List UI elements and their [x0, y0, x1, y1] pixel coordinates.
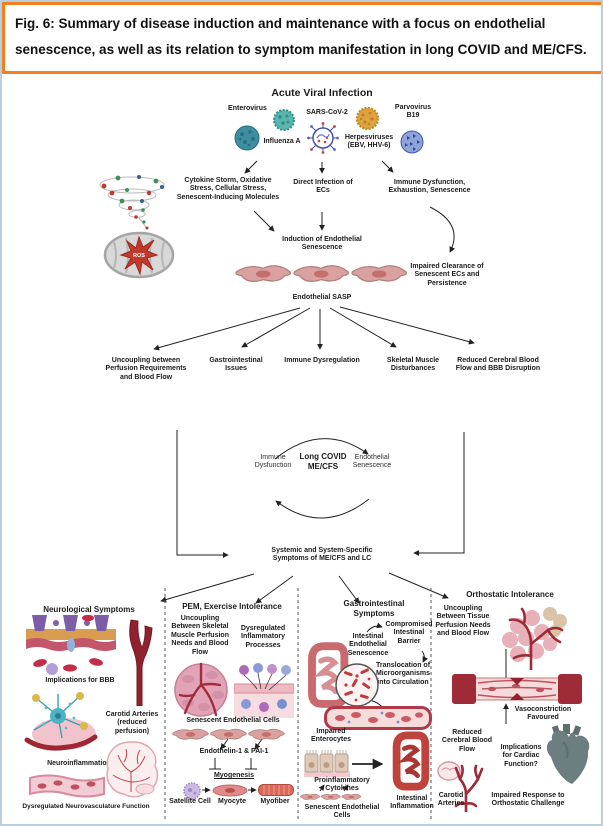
- enterovirus-icon: [273, 109, 295, 131]
- herpesvirus-icon: [355, 106, 380, 131]
- branch-skeletal-muscle: Skeletal Muscle Disturbances: [386, 357, 440, 373]
- gi-compromised-label: Compromised Intestinal Barrier: [385, 621, 433, 645]
- bbb-label: Implications for BBB: [45, 677, 115, 684]
- ortho-title: Orthostatic Intolerance: [466, 590, 554, 599]
- reduced-cbf-label: Reduced Cerebral Blood Flow: [441, 729, 493, 753]
- satellite-cell-icon: [183, 782, 201, 800]
- endothelin-pai1-label: Endothelin-1 & PAI-1: [199, 748, 269, 755]
- myofiber-label: Myofiber: [260, 798, 290, 805]
- impaired-response-label: Impaired Response to Orthostatic Challen…: [491, 792, 565, 808]
- myocyte-label: Myocyte: [217, 798, 246, 805]
- enterovirus-label: Enterovirus: [228, 105, 267, 112]
- gi-intestinal-es-label: Intestinal Endothelial Senescence: [347, 633, 389, 657]
- pem-title: PEM, Exercise Intolerance: [182, 602, 282, 611]
- branch-immune-dysregulation: Immune Dysregulation: [284, 357, 360, 364]
- gi-senescent-cells-icon: [300, 793, 362, 800]
- branch-uncoupling-perfusion: Uncoupling between Perfusion Requirement…: [105, 357, 187, 381]
- carotid-label: Carotid Arteries (reduced perfusion): [105, 711, 159, 735]
- microbe-magnifier-icon: [335, 663, 379, 707]
- cause-direct-infection: Direct Infection of ECs: [293, 179, 353, 195]
- influenza-label: Influenza A: [263, 138, 301, 145]
- figure-caption: Fig. 6: Summary of disease induction and…: [2, 2, 601, 74]
- tissue-perfusion-icon: [502, 607, 567, 670]
- brain-carotid-icon: [437, 761, 484, 812]
- neuron-icon: [24, 692, 98, 751]
- constricted-vessel-icon: [452, 674, 582, 704]
- cycle-endothelial-senescence: Endothelial Senescence: [352, 454, 392, 470]
- myocyte-icon: [212, 784, 248, 797]
- pem-uncoupling-label: Uncoupling Between Skeletal Muscle Perfu…: [171, 615, 229, 656]
- blood-vessel-icon: [324, 706, 432, 730]
- ros-label: ROS: [133, 253, 145, 259]
- mitochondria-ros-icon: ROS: [103, 231, 175, 279]
- pem-inflammatory-label: Dysregulated Inflammatory Processes: [240, 625, 286, 649]
- endothelial-sasp-label: Endothelial SASP: [292, 294, 352, 301]
- brain-icon: [106, 741, 159, 798]
- influenza-icon: [234, 125, 260, 151]
- cause-immune-dysfunction: Immune Dysfunction, Exhaustion, Senescen…: [388, 179, 471, 195]
- myofiber-icon: [258, 784, 294, 796]
- pem-endothelial-cells-icon: [172, 728, 285, 740]
- muscle-cross-section-icon: [174, 662, 228, 717]
- cause-cytokine-storm: Cytokine Storm, Oxidative Stress, Cellul…: [176, 177, 280, 201]
- ortho-carotid-label: Carotid Arteries: [437, 792, 465, 808]
- sars-cov-2-label: SARS-CoV-2: [306, 109, 348, 116]
- cardiac-function-label: Implications for Cardiac Function?: [500, 744, 542, 768]
- branch-gastrointestinal: Gastrointestinal Issues: [209, 357, 263, 373]
- parvovirus-icon: [400, 130, 424, 154]
- endothelial-cells-icon: [235, 265, 407, 282]
- vasoconstriction-label: Vasoconstriction Favoured: [514, 706, 572, 722]
- herpesvirus-label: Herpesviruses (EBV, HHV-6): [344, 134, 394, 150]
- cycle-immune-dysfunction: Immune Dysfunction: [254, 454, 292, 470]
- bbb-icon: [26, 615, 116, 677]
- molecule-storm-icon: [99, 175, 165, 230]
- ortho-uncoupling-label: Uncoupling Between Tissue Perfusion Need…: [435, 605, 491, 638]
- gi-translocation-label: Translocation of Microorganisms into Cir…: [375, 662, 431, 686]
- gi-impaired-enterocytes-label: Impaired Enterocytes: [310, 728, 352, 744]
- gi-senescent-ecs-label: Senescent Endothelial Cells: [304, 804, 380, 820]
- myogenesis-label: Myogenesis: [213, 772, 255, 779]
- parvovirus-label: Parvovirus B19: [394, 104, 432, 120]
- neuroinflammation-label: Neuroinflammation: [47, 760, 111, 767]
- gi-title: Gastrointestinal Symptoms: [343, 599, 405, 618]
- gi-inflammation-label: Intestinal Inflammation: [390, 795, 434, 811]
- neurovasculature-label: Dysregulated Neurovasculature Function: [22, 803, 150, 810]
- enterocytes-icon: [304, 750, 350, 777]
- heart-icon: [546, 724, 590, 784]
- carotid-artery-icon: [129, 619, 153, 706]
- impaired-clearance-label: Impaired Clearance of Senescent ECs and …: [410, 263, 484, 287]
- inflamed-intestine-icon: [392, 731, 430, 791]
- branch-reduced-cbf: Reduced Cerebral Blood Flow and BBB Disr…: [455, 357, 541, 373]
- induction-label: Induction of Endothelial Senescence: [282, 236, 362, 252]
- neuro-title: Neurological Symptoms: [43, 605, 135, 614]
- cycle-long-covid-mecfs: Long COVID ME/CFS: [299, 452, 347, 471]
- inflammatory-cells-icon: [234, 663, 294, 718]
- section-title-acute-viral-infection: Acute Viral Infection: [271, 87, 373, 99]
- pem-senescent-ecs-label: Senescent Endothelial Cells: [186, 717, 280, 724]
- systemic-symptoms-label: Systemic and System-Specific Symptoms of…: [271, 547, 373, 563]
- microvessel-icon: [29, 774, 105, 798]
- sars-cov-2-icon: [307, 122, 339, 154]
- gi-proinflammatory-label: Proinflammatory Cytokines: [314, 777, 370, 793]
- satellite-cell-label: Satellite Cell: [169, 798, 211, 805]
